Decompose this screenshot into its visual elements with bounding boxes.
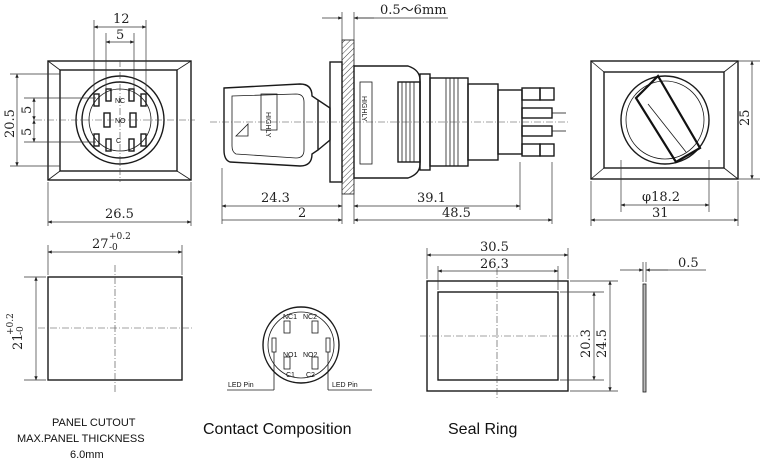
body-brand-text: HIGHLY — [360, 96, 367, 122]
contact-composition-diagram: NC1 NC2 NO1 NO2 C1 C2 LED Pin LED Pin — [227, 306, 372, 391]
dim-21: 21 — [11, 333, 26, 350]
front-dimensions: 12 5 20.5 5 5 26.5 — [3, 12, 192, 226]
dim-39-1: 39.1 — [417, 191, 446, 206]
contact-no2: NO2 — [303, 352, 318, 359]
rear-dimensions: 25 φ18.2 31 — [590, 60, 760, 226]
contact-c1: C1 — [286, 372, 295, 379]
caption-panel-cutout: PANEL CUTOUT — [52, 417, 136, 429]
front-bezel-outer — [47, 60, 192, 181]
dim-20-3: 20.3 — [579, 329, 594, 358]
dim-5-left-a: 5 — [20, 106, 35, 114]
contact-no1: NO1 — [283, 352, 298, 359]
dim-2: 2 — [298, 206, 306, 221]
selector-knob — [223, 83, 319, 167]
knob-brand-text: HIGHLY — [264, 112, 271, 138]
rear-ring-outer — [620, 75, 710, 165]
dim-26-3: 26.3 — [480, 257, 509, 272]
panel-cutout: 27 +0.2 -0 21 +0.2 -0 — [6, 232, 192, 392]
dim-27-tol-minus: -0 — [109, 243, 118, 253]
seal-thickness: 0.5 — [620, 256, 706, 393]
led-pin-right-label: LED Pin — [332, 382, 358, 389]
dim-27-tol-plus: +0.2 — [109, 232, 131, 242]
dim-5-left-b: 5 — [20, 128, 35, 136]
rear-bezel-inner — [603, 71, 725, 169]
dim-25: 25 — [738, 109, 753, 126]
caption-contact-composition: Contact Composition — [203, 421, 352, 438]
front-bezel-inner — [59, 69, 178, 172]
dim-20-5: 20.5 — [3, 109, 18, 138]
front-view: NC NO C — [35, 60, 195, 182]
dim-26-5: 26.5 — [105, 207, 134, 222]
caption-max-thickness: MAX.PANEL THICKNESS — [17, 433, 145, 445]
contact-c2: C2 — [306, 372, 315, 379]
side-view: HIGHLY HIGHLY — [210, 39, 570, 195]
dim-30-5: 30.5 — [480, 240, 509, 255]
caption-thickness-value: 6.0mm — [70, 449, 104, 461]
rear-bezel-outer — [590, 60, 739, 180]
dim-12: 12 — [113, 12, 130, 27]
dim-0-5-6mm: 0.5～6mm — [380, 3, 447, 18]
contact-nc1: NC1 — [283, 314, 297, 321]
dim-48-5: 48.5 — [442, 206, 471, 221]
dim-24-5: 24.5 — [595, 329, 610, 358]
dim-5-top: 5 — [116, 28, 124, 43]
dim-21-tol-plus: +0.2 — [6, 313, 16, 335]
front-label-no: NO — [115, 118, 126, 125]
contact-nc2: NC2 — [303, 314, 317, 321]
rear-view — [590, 60, 739, 180]
dim-21-tol-minus: -0 — [16, 326, 26, 335]
terminal-1 — [521, 87, 541, 101]
front-label-c: C — [116, 138, 121, 145]
dim-24-3: 24.3 — [261, 191, 290, 206]
dim-27: 27 — [92, 237, 109, 252]
dim-31: 31 — [652, 206, 669, 221]
seal-ring-diagram: 30.5 26.3 20.3 24.5 — [420, 240, 618, 400]
dim-0-5: 0.5 — [678, 256, 699, 271]
led-pin-left-label: LED Pin — [228, 382, 254, 389]
panel-section — [341, 39, 355, 195]
dim-phi-18-2: φ18.2 — [642, 190, 680, 205]
side-dimensions: 0.5～6mm 24.3 39.1 2 48.5 — [221, 3, 553, 224]
caption-seal-ring: Seal Ring — [448, 421, 517, 438]
rear-selector-lever — [634, 74, 702, 164]
